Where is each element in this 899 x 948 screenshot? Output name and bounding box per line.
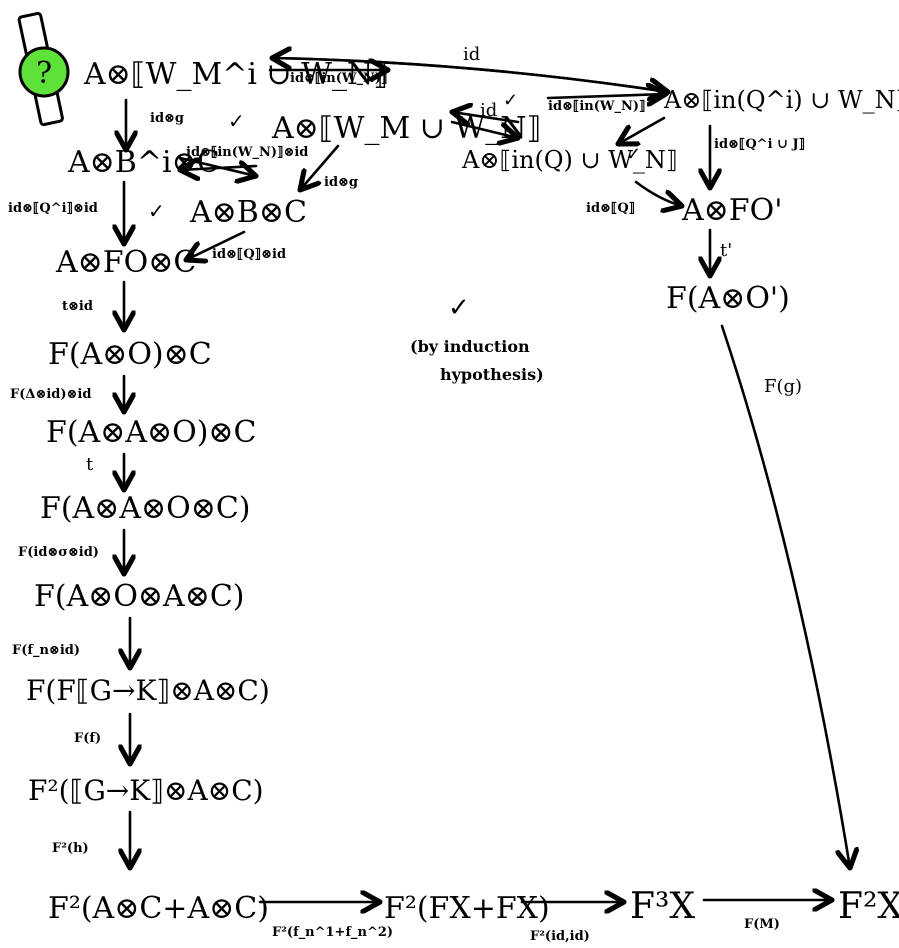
label-e18: F²(h) — [52, 841, 89, 856]
node-f-a-a-o-c-paren: F(A⊗A⊗O⊗C) — [40, 491, 251, 526]
arrow-n4-n7 — [634, 180, 682, 206]
label-e22: F(M) — [744, 917, 780, 932]
label-e11: t' — [720, 240, 732, 261]
label-id-top: id — [463, 44, 480, 65]
check-center: ✓ — [448, 293, 470, 323]
arrow-n6-n8 — [186, 230, 246, 260]
arrow-n6-n5 — [180, 166, 258, 170]
arrow-n9-n19 — [720, 324, 850, 868]
label-e2: id⊗g — [150, 111, 184, 126]
node-f-a-o-a-c: F(A⊗O⊗A⊗C) — [34, 579, 245, 614]
node-a-fo-prime: A⊗FO' — [681, 193, 782, 228]
node-f-a-a-o-c: F(A⊗A⊗O)⊗C — [46, 415, 257, 450]
arrow-n4-n2 — [452, 112, 520, 122]
label-e15: F(id⊗σ⊗id) — [18, 545, 99, 560]
node-f2-fx-plus-fx: F²(FX+FX) — [384, 891, 550, 926]
arrow-n4-n3 — [546, 94, 666, 98]
node-a-w-mi-union-wn: A⊗⟦W_M^i ∪ W_N⟧ — [83, 57, 388, 92]
label-e9: id⊗⟦Q⟧⊗id — [212, 247, 286, 262]
node-f3x: F³X — [630, 886, 695, 927]
node-f-a-o-prime: F(A⊗O') — [666, 281, 790, 316]
node-f2x: F²X — [838, 886, 899, 927]
node-f2-ac-plus-ac: F²(A⊗C+A⊗C) — [48, 891, 269, 926]
node-a-w-m-union-wn: A⊗⟦W_M ∪ W_N⟧ — [271, 111, 541, 146]
label-e4: id⊗g — [324, 175, 358, 190]
induction-note-line2: hypothesis) — [440, 365, 544, 384]
node-a-in-qi-union-wn: A⊗⟦in(Q^i) ∪ W_N⟧ — [663, 86, 899, 114]
label-e5: id — [480, 100, 497, 121]
label-e13: F(Δ⊗id)⊗id — [10, 387, 91, 402]
check-1: ✓ — [228, 109, 245, 133]
label-e6: id⊗⟦in(W_N)⟧ — [548, 99, 645, 114]
label-e10: id⊗⟦Q⟧ — [586, 201, 635, 216]
question-badge-icon: ? — [17, 11, 70, 127]
label-e19: F(g) — [764, 376, 802, 397]
arrow-n3-n4 — [618, 116, 666, 144]
arrow-n2-n6 — [300, 144, 340, 190]
node-a-b-c: A⊗B⊗C — [189, 195, 307, 230]
check-2: ✓ — [503, 90, 518, 111]
label-e14: t — [86, 454, 94, 475]
question-mark: ? — [36, 56, 52, 91]
node-f-f-g-k-a-c: F(F⟦G→K⟧⊗A⊗C) — [26, 674, 270, 707]
label-e20: F²(f_n^1+f_n^2) — [272, 925, 393, 940]
label-e7: id⊗⟦Q^i ∪ J⟧ — [714, 137, 805, 152]
arrow-id-top-left — [272, 58, 670, 94]
label-e12: t⊗id — [62, 299, 93, 314]
node-a-in-q-union-wn: A⊗⟦in(Q) ∪ W_N⟧ — [461, 146, 678, 174]
node-f-a-o-c: F(A⊗O)⊗C — [48, 337, 212, 372]
node-a-fo-c: A⊗FO⊗C — [55, 245, 196, 280]
check-3: ✓ — [626, 144, 641, 165]
node-f2-g-k-a-c: F²(⟦G→K⟧⊗A⊗C) — [28, 774, 264, 807]
label-e8: id⊗⟦Q^i⟧⊗id — [8, 201, 98, 216]
check-4: ✓ — [148, 199, 165, 223]
induction-note-line1: (by induction — [410, 337, 530, 356]
label-e21: F²(id,id) — [530, 929, 590, 944]
label-e3: id⊗⟦in(W_N)⟧⊗id — [186, 145, 308, 160]
label-e17: F(f) — [74, 731, 101, 746]
label-e1: id⊗⟦in(W_N)⟧ — [290, 71, 387, 86]
label-e16: F(f_n⊗id) — [12, 643, 80, 658]
